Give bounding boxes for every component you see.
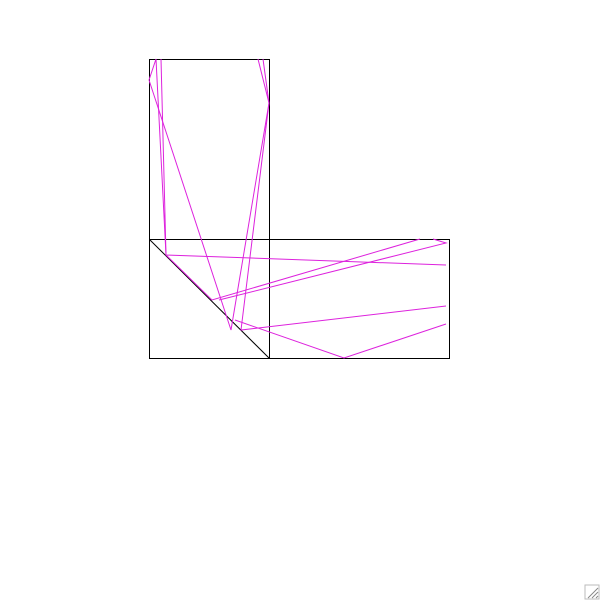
- optical-outline: [150, 60, 450, 359]
- light-ray: [219, 239, 446, 300]
- resize-grip[interactable]: [584, 584, 600, 600]
- light-ray: [235, 320, 446, 358]
- vertical-arm-box: [150, 60, 270, 240]
- light-rays: [149, 59, 446, 358]
- light-ray: [149, 59, 269, 330]
- light-ray: [149, 59, 446, 265]
- resize-grip-icon: [584, 584, 600, 600]
- diagonal-mirror: [150, 240, 270, 359]
- light-ray: [241, 59, 446, 330]
- horizontal-arm-box: [270, 240, 450, 359]
- light-ray: [161, 59, 420, 300]
